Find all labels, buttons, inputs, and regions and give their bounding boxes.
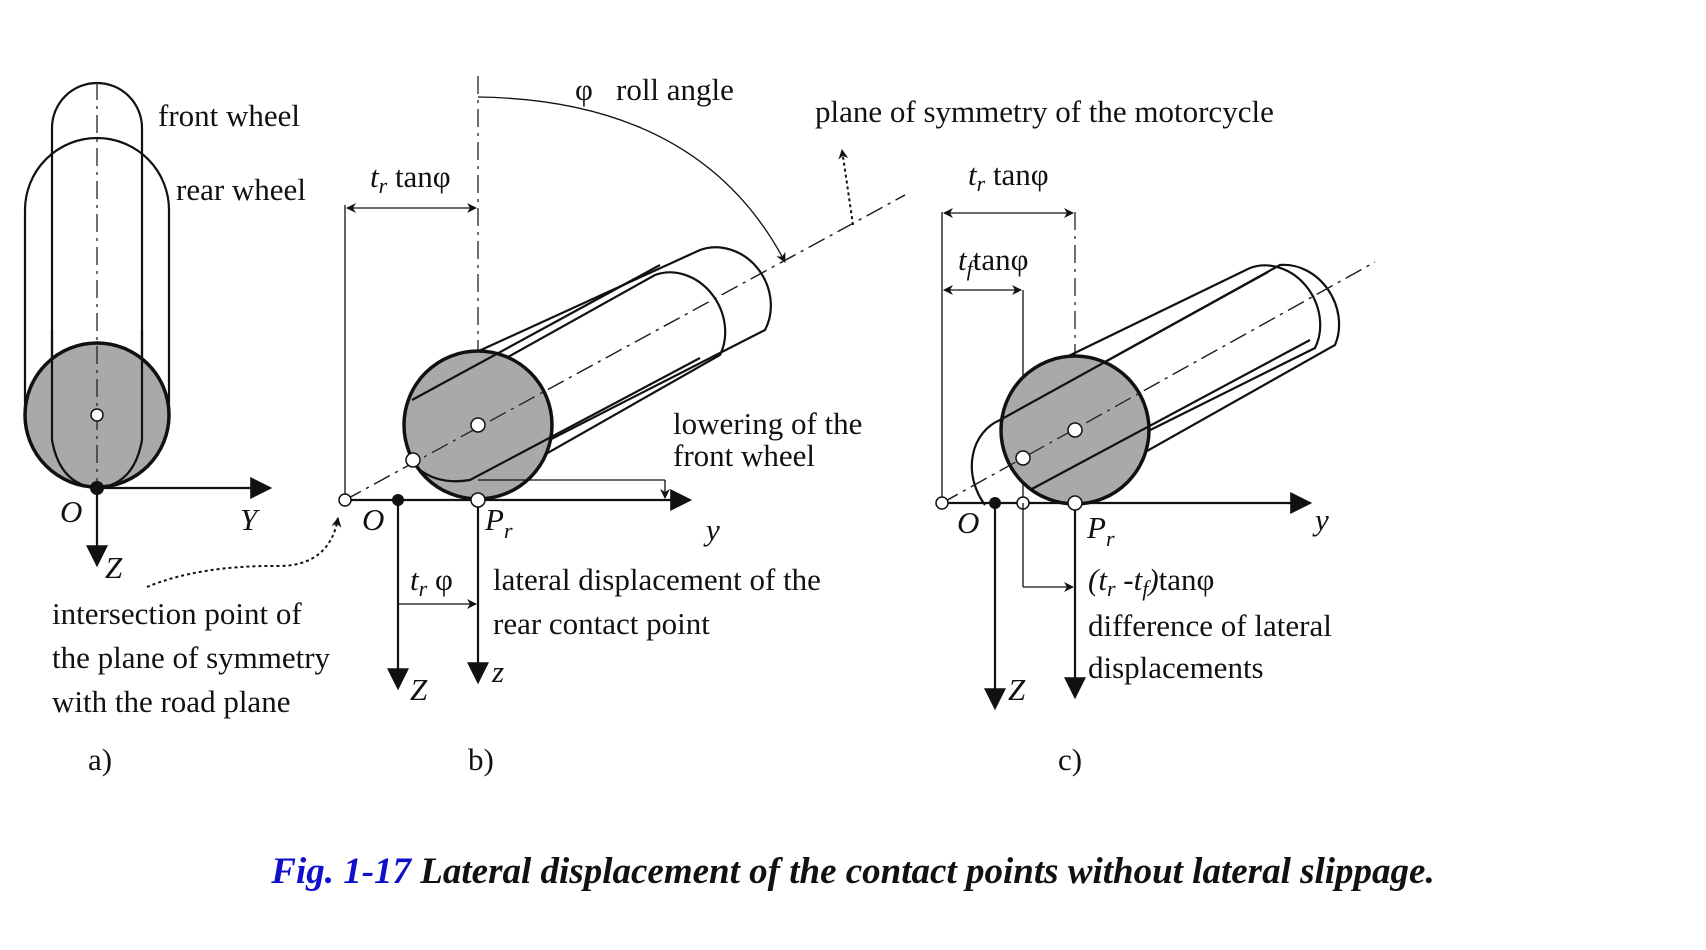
label-axis-y-b: y	[703, 512, 720, 547]
symmetry-plane-overlay-c	[941, 261, 1376, 504]
caption-text: Lateral displacement of the contact poin…	[411, 851, 1435, 892]
label-origin-a: O	[60, 494, 82, 529]
label-tf-tan: tftanφ	[958, 242, 1029, 281]
wheel-center-b	[470, 417, 486, 433]
label-tr-tan-b: tr tanφ	[370, 159, 451, 198]
label-rear-wheel: rear wheel	[176, 172, 306, 207]
label-plane-of-symmetry: plane of symmetry of the motorcycle	[815, 94, 1274, 129]
wheel-center-point	[90, 408, 104, 422]
front-wheel-lower-left	[50, 330, 98, 490]
roll-angle-arc	[477, 96, 786, 263]
intersection-point-b	[338, 493, 352, 507]
label-lowering-2: front wheel	[673, 438, 815, 473]
label-origin-c: O	[957, 505, 979, 540]
origin-point-c	[989, 497, 1001, 509]
label-axis-z-b: z	[491, 654, 504, 689]
panel-tag-a: a)	[88, 742, 112, 777]
label-lowering-1: lowering of the	[673, 406, 862, 441]
label-axis-Z-b: Z	[410, 672, 428, 707]
label-tr-tan-c: tr tanφ	[968, 157, 1049, 196]
panel-b: φ roll angle tr tanφ lowering of the fro…	[338, 72, 906, 777]
label-lateral-2: rear contact point	[493, 606, 710, 641]
label-axis-Z-a: Z	[105, 550, 123, 585]
label-intersection-3: with the road plane	[52, 684, 290, 719]
label-roll-angle: roll angle	[616, 72, 734, 107]
label-front-wheel: front wheel	[158, 98, 300, 133]
label-axis-Y: Y	[240, 502, 260, 537]
label-axis-Z-c: Z	[1008, 672, 1026, 707]
figure-caption: Fig. 1-17 Lateral displacement of the co…	[0, 850, 1706, 893]
caption-number: Fig. 1-17	[271, 851, 412, 892]
label-diff-formula: (tr -tf)tanφ	[1088, 562, 1214, 601]
origin-point-b	[392, 494, 404, 506]
panel-tag-c: c)	[1058, 742, 1082, 777]
rear-wheel-body-b	[439, 271, 727, 481]
rear-contact-point-b	[470, 492, 486, 508]
front-wheel-body-b	[469, 246, 772, 456]
panel-tag-b: b)	[468, 742, 494, 777]
rear-wheel-outline	[23, 136, 171, 420]
origin-point	[90, 481, 104, 495]
front-contact-projection-b	[405, 452, 421, 468]
intersection-point-c	[935, 496, 949, 510]
wheel-center-c	[1067, 422, 1083, 438]
label-Pr-b: Pr	[484, 502, 513, 543]
label-roll-phi: φ	[575, 72, 593, 107]
front-wheel-edges-c	[999, 271, 1311, 491]
rear-contact-point-c	[1067, 495, 1083, 511]
label-intersection-1: intersection point of	[52, 596, 302, 631]
label-diff-1: difference of lateral	[1088, 608, 1332, 643]
panel-a: front wheel rear wheel O Y Z intersectio…	[23, 81, 342, 777]
label-axis-y-c: y	[1312, 502, 1329, 537]
rear-wheel-body-c	[1049, 264, 1322, 456]
front-wheel-body-c	[970, 263, 1341, 506]
label-Pr-c: Pr	[1086, 510, 1115, 551]
front-wheel-lower-right	[96, 330, 144, 490]
label-lateral-1: lateral displacement of the	[493, 562, 821, 597]
panel-c: plane of symmetry of the motorcycle tr t…	[815, 94, 1376, 777]
front-wheel-edges-b	[411, 264, 701, 483]
label-intersection-2: the plane of symmetry	[52, 640, 331, 675]
symmetry-plane-overlay	[344, 194, 906, 501]
label-origin-b: O	[362, 502, 384, 537]
plane-symmetry-leader	[838, 149, 854, 226]
front-wheel-center-projection-c	[1015, 450, 1031, 466]
label-tr-phi: tr φ	[410, 562, 453, 601]
label-diff-2: displacements	[1088, 650, 1264, 685]
